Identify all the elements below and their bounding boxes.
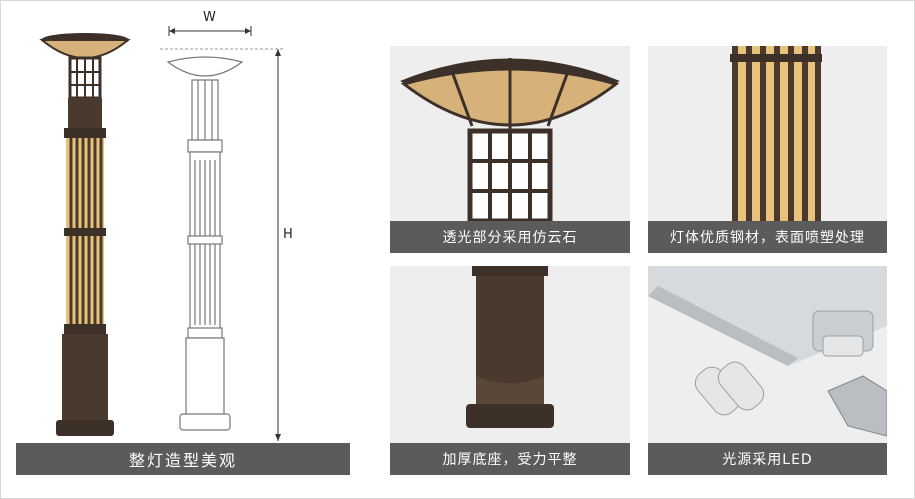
detail-panel-led: 光源采用LED xyxy=(648,266,887,475)
width-label: W xyxy=(203,10,216,25)
detail-panel-top: 透光部分采用仿云石 xyxy=(390,46,630,253)
detail-caption-top: 透光部分采用仿云石 xyxy=(390,221,630,253)
main-caption: 整灯造型美观 xyxy=(16,443,350,475)
detail-caption-led: 光源采用LED xyxy=(648,443,887,475)
product-lamp-sketch xyxy=(160,50,250,440)
product-lamp-photo xyxy=(30,28,140,443)
height-dimension-arrow xyxy=(160,48,285,442)
detail-panel-column: 灯体优质钢材，表面喷塑处理 xyxy=(648,46,887,253)
height-label: H xyxy=(283,227,293,242)
detail-panel-base: 加厚底座，受力平整 xyxy=(390,266,630,475)
width-dimension-arrow xyxy=(168,25,252,37)
detail-caption-column: 灯体优质钢材，表面喷塑处理 xyxy=(648,221,887,253)
detail-caption-base: 加厚底座，受力平整 xyxy=(390,443,630,475)
